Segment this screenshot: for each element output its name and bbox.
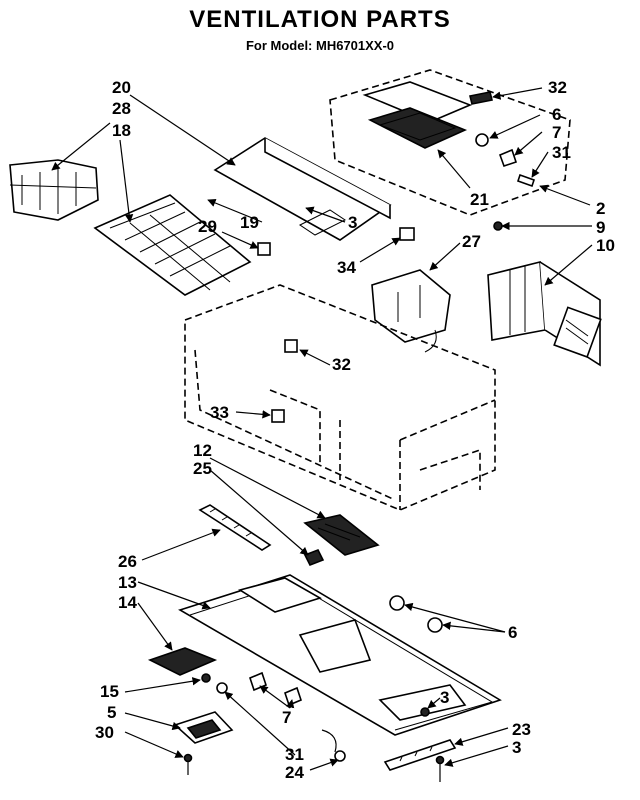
- diagram-title: VENTILATION PARTS: [189, 6, 451, 33]
- callout-3c: 3: [512, 738, 521, 757]
- callout-10: 10: [596, 236, 615, 255]
- callout-9: 9: [596, 218, 605, 237]
- callout-6b: 6: [508, 623, 517, 642]
- callout-7: 7: [552, 123, 561, 142]
- callout-15: 15: [100, 682, 119, 701]
- grommet-part: [389, 595, 405, 611]
- callout-28: 28: [112, 99, 131, 118]
- block-part: [284, 339, 298, 353]
- callout-32: 32: [548, 78, 567, 97]
- callout-20: 20: [112, 78, 131, 97]
- blower-motor-part: [487, 260, 602, 367]
- callout-33: 33: [210, 403, 229, 422]
- callout-31b: 31: [285, 745, 304, 764]
- grommet-part: [427, 617, 443, 633]
- screw-part: [516, 173, 536, 188]
- small-clip-part: [303, 548, 325, 567]
- callout-30: 30: [95, 723, 114, 742]
- callout-7b: 7: [282, 708, 291, 727]
- callout-26: 26: [118, 552, 137, 571]
- bracket-part: [249, 671, 267, 692]
- cabinet-outline: [184, 284, 496, 511]
- callout-2: 2: [596, 199, 605, 218]
- callout-21: 21: [470, 190, 489, 209]
- vent-grille-part: [9, 159, 99, 221]
- callout-3b: 3: [440, 688, 449, 707]
- callout-23: 23: [512, 720, 531, 739]
- switch-part: [399, 227, 415, 241]
- callout-3: 3: [348, 213, 357, 232]
- screw-part: [201, 673, 211, 683]
- screw-part: [216, 682, 228, 694]
- bracket-part: [284, 686, 302, 707]
- grease-filter-part: [93, 194, 252, 296]
- callout-32b: 32: [332, 355, 351, 374]
- strip-part: [383, 739, 457, 771]
- callout-12: 12: [193, 441, 212, 460]
- block-part: [271, 409, 285, 423]
- screw-part: [493, 221, 503, 231]
- callout-5: 5: [107, 703, 116, 722]
- block-part: [257, 242, 271, 256]
- grommet-part: [475, 133, 489, 147]
- callout-6: 6: [552, 105, 561, 124]
- callout-18: 18: [112, 121, 131, 140]
- callout-29: 29: [198, 217, 217, 236]
- callout-27: 27: [462, 232, 481, 251]
- model-subtitle: For Model: MH6701XX-0: [245, 38, 395, 53]
- callout-25: 25: [193, 459, 212, 478]
- callout-24: 24: [285, 763, 304, 782]
- callout-31: 31: [552, 143, 571, 162]
- callout-13: 13: [118, 573, 137, 592]
- leader-lines: [51, 87, 593, 771]
- top-vent-frame-part: [329, 69, 571, 216]
- wire-part: [321, 729, 337, 753]
- callout-14: 14: [118, 593, 137, 612]
- top-plate-part: [213, 137, 392, 241]
- clip-part: [469, 91, 493, 105]
- callout-19: 19: [240, 213, 259, 232]
- damper-bracket-part: [371, 269, 451, 353]
- mesh-filter-part: [147, 647, 218, 676]
- callout-labels: 20 28 18 19 3 29 32 6 7 31 21 2 9 10 27 …: [95, 78, 615, 782]
- bottom-tray-part: [178, 574, 502, 736]
- bracket-part: [498, 148, 518, 168]
- filter-plate-part: [303, 514, 380, 556]
- callout-34: 34: [337, 258, 356, 277]
- screw-part: [420, 707, 430, 717]
